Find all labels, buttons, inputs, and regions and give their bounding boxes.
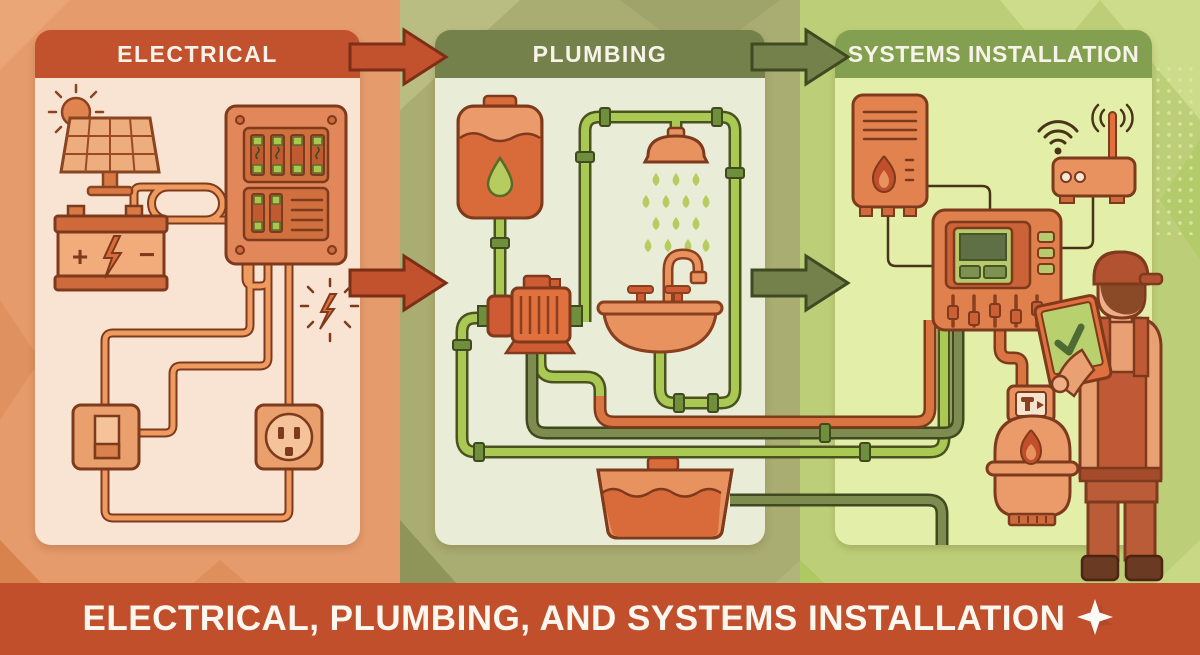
panel-plumbing-body [435, 78, 765, 545]
panel-systems-title: SYSTEMS INSTALLATION [847, 40, 1140, 67]
panel-systems: SYSTEMS INSTALLATION [835, 30, 1152, 545]
panel-electrical: ELECTRICAL [35, 30, 360, 545]
panel-plumbing-title: PLUMBING [532, 40, 668, 67]
panel-electrical-body [35, 78, 360, 545]
panel-electrical-header: ELECTRICAL [35, 30, 360, 78]
panel-electrical-title: ELECTRICAL [117, 40, 278, 67]
panel-systems-body [835, 78, 1152, 545]
bottom-banner: ELECTRICAL, PLUMBING, AND SYSTEMS INSTAL… [0, 583, 1200, 655]
sparkle-icon [1077, 599, 1114, 637]
panel-plumbing: PLUMBING [435, 30, 765, 545]
banner-title: ELECTRICAL, PLUMBING, AND SYSTEMS INSTAL… [82, 599, 1066, 638]
panel-plumbing-header: PLUMBING [435, 30, 765, 78]
panel-systems-header: SYSTEMS INSTALLATION [835, 30, 1152, 78]
